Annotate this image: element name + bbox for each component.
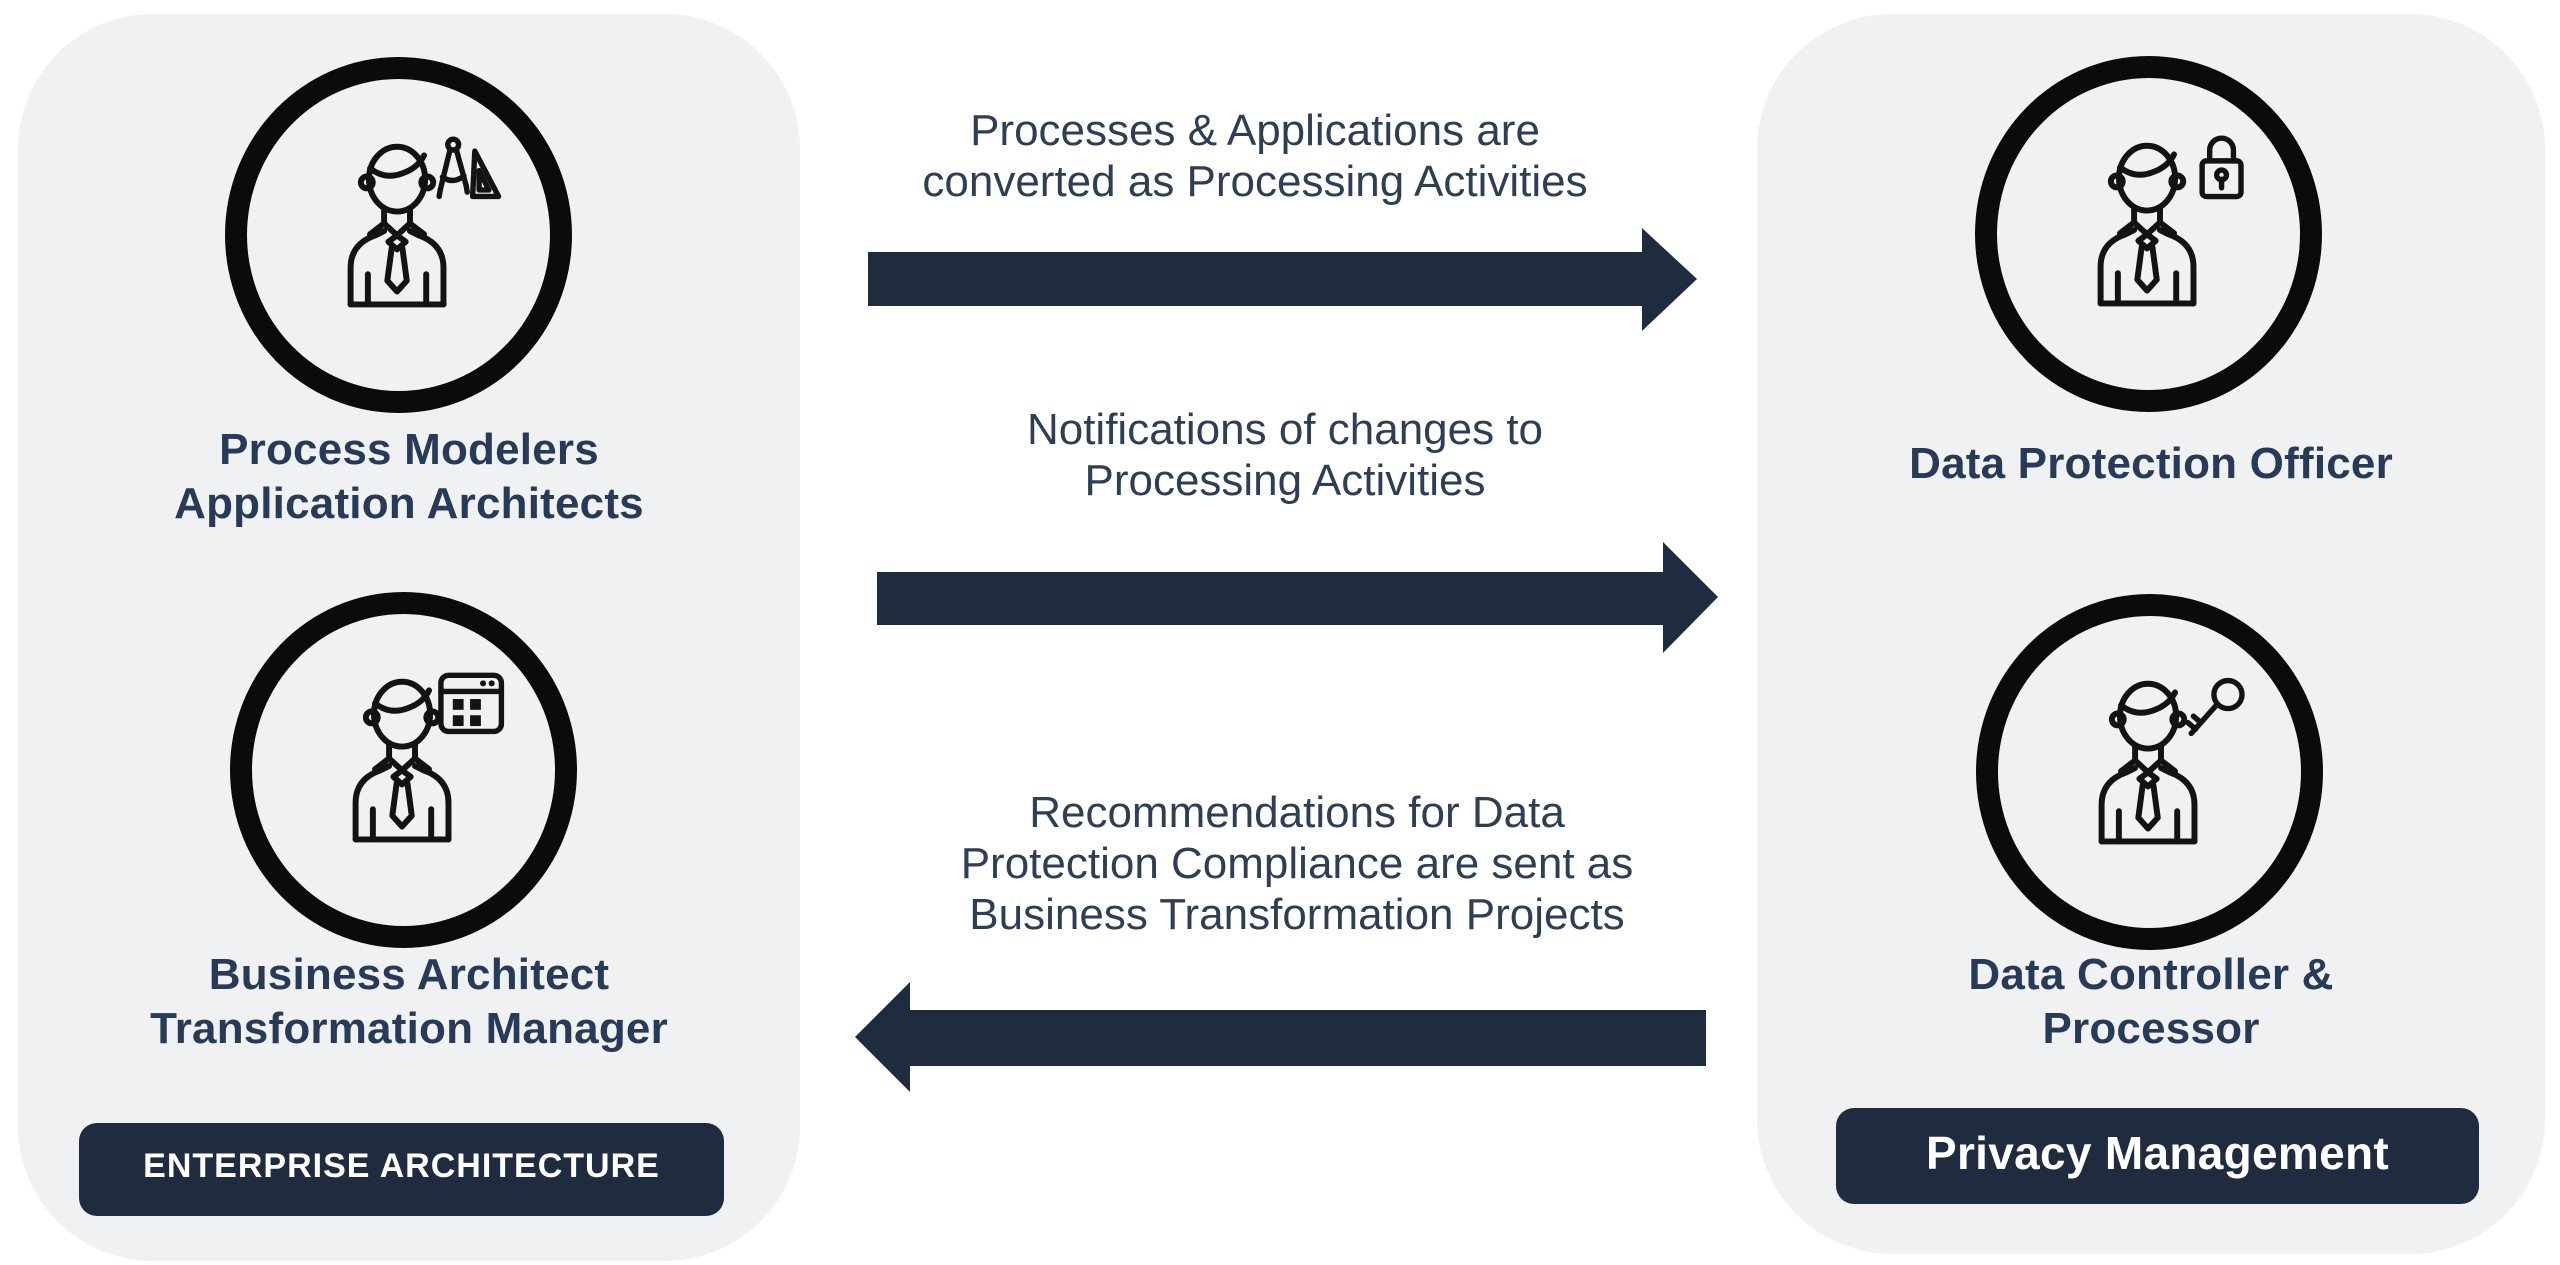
flow-caption-notifications: Notifications of changes to Processing A…: [905, 404, 1665, 506]
flow-caption-line: Recommendations for Data: [1029, 788, 1565, 837]
arrow-right-processing-activities: [868, 228, 1697, 331]
flow-caption-line: Processes & Applications are: [970, 106, 1540, 155]
role-label-line: Processor: [2042, 1004, 2260, 1053]
padlock-icon: [2199, 135, 2244, 200]
flow-caption-processing-activities: Processes & Applications are converted a…: [875, 105, 1635, 207]
role-label-line: Process Modelers: [219, 425, 599, 474]
app-window-icon: [438, 672, 505, 735]
role-label-line: Application Architects: [174, 479, 644, 528]
person-key-icon: [2098, 677, 2245, 845]
process-modeler-label: Process Modelers Application Architects: [29, 423, 789, 531]
person-app-window-icon: [352, 672, 505, 843]
badge-label: Privacy Management: [1925, 1127, 2390, 1179]
role-label-line: Transformation Manager: [150, 1004, 668, 1053]
flow-caption-line: Business Transformation Projects: [969, 890, 1625, 939]
data-protection-officer-label: Data Protection Officer: [1771, 437, 2531, 491]
arrow-left-recommendations: [855, 982, 1706, 1092]
flow-caption-line: Processing Activities: [1084, 456, 1486, 505]
enterprise-architecture-badge: ENTERPRISE ARCHITECTURE: [79, 1123, 724, 1216]
privacy-management-panel: Data Protection Officer: [1757, 14, 2545, 1254]
flow-caption-recommendations: Recommendations for Data Protection Comp…: [917, 787, 1677, 940]
person-padlock-icon: [2097, 135, 2244, 307]
set-square-icon: [469, 148, 502, 200]
drafting-compass-icon: [436, 136, 470, 200]
flow-caption-line: converted as Processing Activities: [922, 157, 1588, 206]
role-label-line: Business Architect: [208, 950, 610, 999]
badge-label: ENTERPRISE ARCHITECTURE: [143, 1147, 660, 1185]
flow-caption-line: Notifications of changes to: [1026, 405, 1544, 454]
person-drafting-tools-icon: [347, 136, 502, 308]
role-label-line: Data Controller &: [1968, 950, 2334, 999]
arrow-right-notifications: [877, 542, 1718, 653]
role-label-line: Data Protection Officer: [1909, 439, 2393, 488]
flow-caption-line: Protection Compliance are sent as: [960, 839, 1634, 888]
enterprise-architecture-panel: Process Modelers Application Architects: [18, 14, 800, 1261]
privacy-management-badge: Privacy Management: [1836, 1108, 2479, 1204]
key-icon: [2185, 677, 2245, 737]
business-architect-label: Business Architect Transformation Manage…: [29, 948, 789, 1056]
data-controller-label: Data Controller & Processor: [1771, 948, 2531, 1056]
